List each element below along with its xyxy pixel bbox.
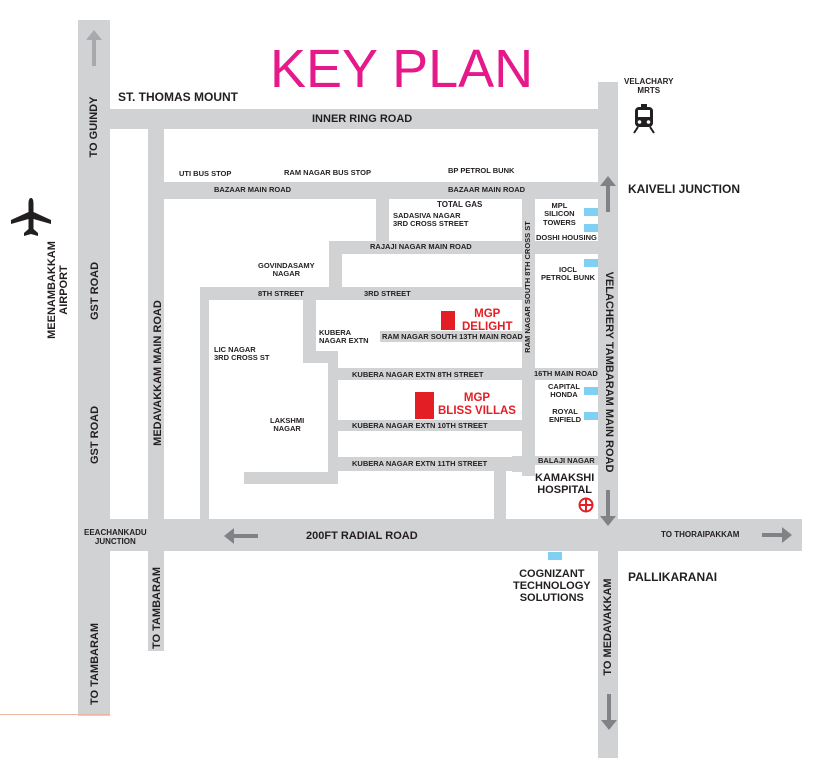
label-to-guindy: TO GUINDY — [87, 96, 100, 158]
marker-mgp-bliss-villas[interactable] — [415, 392, 434, 419]
label-sadasiva-nagar: SADASIVA NAGAR 3RD CROSS STREET — [393, 211, 469, 229]
arrow-right-thoraipakkam-icon — [762, 527, 792, 543]
label-iocl-petrol-bunk: IOCL PETROL BUNK — [541, 265, 596, 283]
poi-capital-honda — [584, 387, 598, 395]
road-kubera-11th — [338, 457, 516, 471]
arrow-up-kaiveli-icon — [600, 176, 616, 212]
label-to-medavakkam: TO MEDAVAKKAM — [601, 578, 614, 676]
label-bp-petrol-bunk: BP PETROL BUNK — [448, 166, 515, 175]
label-ram-nagar-13th: RAM NAGAR SOUTH 13TH MAIN ROAD — [382, 332, 523, 341]
road-kubera-8th — [338, 368, 598, 380]
road-kubera-10th — [338, 420, 522, 431]
label-16th-main: 16TH MAIN ROAD — [534, 369, 598, 378]
arrow-left-radial-icon — [224, 528, 258, 544]
train-icon — [633, 104, 655, 134]
label-capital-honda: CAPITAL HONDA — [548, 382, 580, 400]
page-title: KEY PLAN — [270, 39, 534, 99]
road-kubera-vertical-lower — [328, 351, 338, 484]
label-gst-road-upper: GST ROAD — [88, 261, 101, 321]
label-8th-street: 8TH STREET — [258, 289, 304, 298]
label-mgp-bliss-villas: MGP BLISS VILLAS — [438, 392, 516, 417]
label-rajaji-main: RAJAJI NAGAR MAIN ROAD — [370, 242, 472, 251]
label-bazaar-main-left: BAZAAR MAIN ROAD — [214, 185, 292, 194]
label-lakshmi-nagar: LAKSHMI NAGAR — [270, 416, 305, 434]
road-lakshmi-spur — [244, 472, 338, 484]
label-to-tambaram-left: TO TAMBARAM — [88, 622, 101, 706]
poi-cognizant — [548, 552, 562, 560]
poi-royal-enfield — [584, 412, 598, 420]
label-govindasamy-nagar: GOVINDASAMY NAGAR — [258, 261, 315, 279]
label-velachery-tambaram: VELACHERY TAMBARAM MAIN ROAD — [603, 271, 616, 473]
road-8th-3rd-street — [200, 287, 522, 300]
road-lic-vertical — [200, 287, 209, 519]
label-inner-ring-road: INNER RING ROAD — [312, 113, 413, 125]
hospital-cross-icon — [578, 497, 594, 513]
road-ram-nagar-13th — [380, 331, 522, 342]
label-kubera-8th: KUBERA NAGAR EXTN 8TH STREET — [352, 370, 484, 379]
label-lic-nagar: LIC NAGAR 3RD CROSS ST — [214, 345, 270, 363]
label-balaji-nagar: BALAJI NAGAR — [538, 456, 595, 465]
label-to-thoraipakkam: TO THORAIPAKKAM — [661, 530, 740, 539]
road-velachery-tambaram — [598, 82, 618, 758]
label-mpl-silicon-towers: MPL SILICON TOWERS — [543, 201, 576, 227]
arrow-down-hospital-icon — [600, 490, 616, 526]
road-11th-connector — [494, 471, 506, 519]
label-ram-nagar-8th-cross: RAM NAGAR SOUTH 8TH CROSS ST — [522, 221, 532, 353]
marker-mgp-delight[interactable] — [441, 311, 455, 330]
label-kubera-10th: KUBERA NAGAR EXTN 10TH STREET — [352, 421, 488, 430]
label-doshi-housing: DOSHI HOUSING — [536, 233, 597, 242]
road-kubera-vertical-upper — [303, 300, 316, 363]
label-kamakshi-hospital: KAMAKSHI HOSPITAL — [535, 472, 595, 497]
road-doshi-divider — [535, 244, 598, 254]
label-200ft-radial: 200FT RADIAL ROAD — [306, 530, 418, 542]
label-pallikaranai: PALLIKARANAI — [628, 570, 718, 584]
arrow-up-guindy-icon — [86, 30, 102, 66]
label-eeachankadu-junction: EEACHANKADU JUNCTION — [84, 528, 147, 546]
label-ram-nagar-bus-stop: RAM NAGAR BUS STOP — [284, 168, 371, 177]
road-inner-ring — [110, 109, 616, 129]
road-rajaji-left-vertical — [329, 241, 342, 289]
label-kaiveli-junction: KAIVELI JUNCTION — [628, 182, 741, 196]
bottom-left-divider — [0, 714, 110, 715]
label-airport: MEENAMBAKKAM AIRPORT — [45, 241, 70, 339]
label-medavakkam-main: MEDAVAKKAM MAIN ROAD — [151, 300, 164, 446]
arrow-down-medavakkam-icon — [601, 694, 617, 730]
road-hospital-block-edge — [512, 456, 522, 472]
label-st-thomas-mount: ST. THOMAS MOUNT — [118, 90, 238, 104]
road-balaji-nagar — [535, 456, 598, 465]
label-mgp-delight: MGP DELIGHT — [462, 308, 513, 333]
label-bazaar-main-right: BAZAAR MAIN ROAD — [448, 185, 526, 194]
label-cognizant: COGNIZANT TECHNOLOGY SOLUTIONS — [513, 568, 591, 605]
airplane-icon — [11, 198, 51, 236]
label-to-tambaram-mid: TO TAMBARAM — [150, 566, 163, 650]
road-bazaar-main — [164, 182, 598, 199]
road-to-tambaram-mid — [148, 551, 164, 651]
label-total-gas: TOTAL GAS — [437, 200, 483, 209]
label-3rd-street: 3RD STREET — [364, 289, 411, 298]
poi-iocl-petrol-bunk — [584, 259, 598, 267]
poi-doshi-housing — [584, 224, 598, 232]
road-sadasiva-connector — [376, 199, 389, 241]
road-ram-nagar-8th-cross — [522, 199, 535, 476]
road-gst — [78, 20, 110, 716]
label-kubera-nagar-extn: KUBERA NAGAR EXTN — [319, 328, 369, 346]
poi-mpl-silicon-towers — [584, 208, 598, 216]
label-uti-bus-stop: UTI BUS STOP — [179, 169, 232, 178]
label-royal-enfield: ROYAL ENFIELD — [549, 407, 582, 425]
label-kubera-11th: KUBERA NAGAR EXTN 11TH STREET — [352, 459, 488, 468]
label-gst-road-lower: GST ROAD — [88, 405, 101, 465]
label-velachery-mrts: VELACHARY MRTS — [624, 77, 674, 95]
